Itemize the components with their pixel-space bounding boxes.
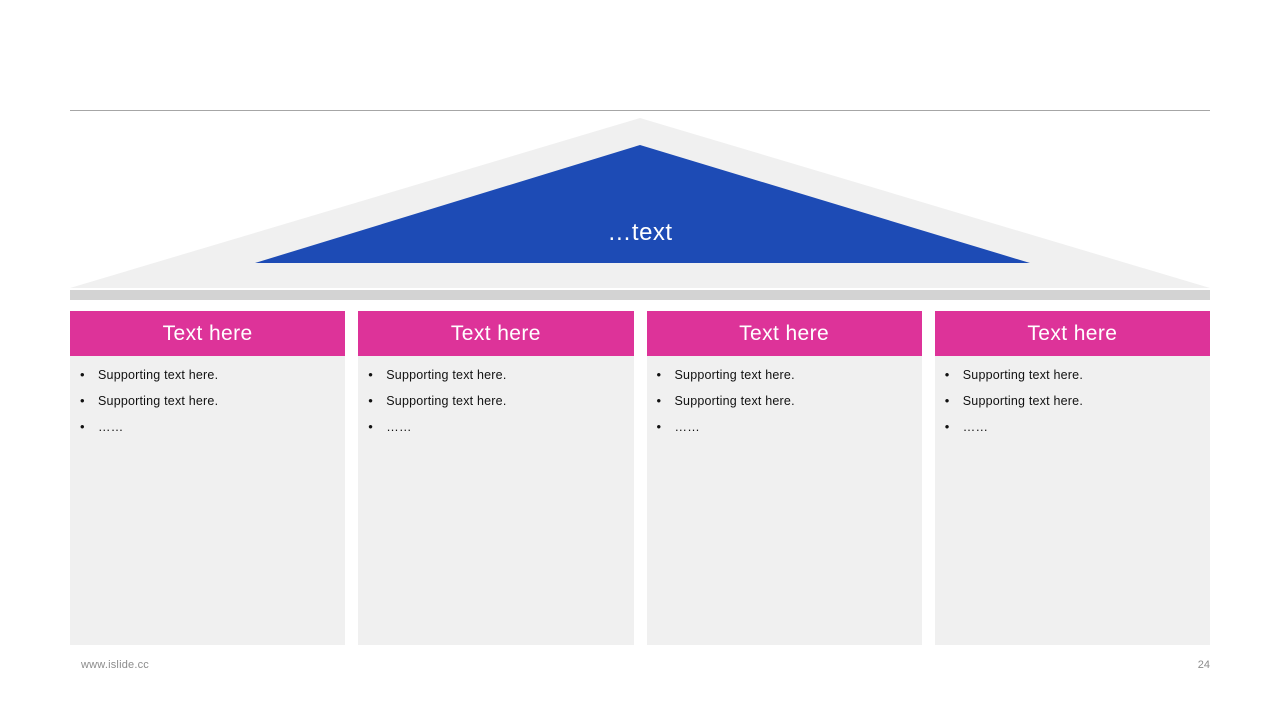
list-item-text: Supporting text here. (386, 368, 507, 382)
footer-page-number: 24 (1197, 659, 1210, 671)
list-item-text: Supporting text here. (98, 368, 219, 382)
footer-website-link[interactable]: www.islide.cc (81, 659, 150, 671)
list-item-text: Supporting text here. (386, 394, 507, 408)
column-header[interactable]: Text here (934, 311, 1210, 356)
column-body: • Supporting text here. • Supporting tex… (646, 356, 922, 645)
column-4[interactable]: Text here • Supporting text here. • Supp… (934, 311, 1210, 645)
bullet-list: • Supporting text here. • Supporting tex… (656, 367, 912, 435)
column-header[interactable]: Text here (70, 311, 346, 356)
bullet-dot-icon: • (944, 393, 950, 408)
column-body: • Supporting text here. • Supporting tex… (934, 356, 1210, 645)
list-item-text: …… (962, 420, 989, 434)
bullet-dot-icon: • (944, 367, 950, 382)
list-item-text: Supporting text here. (674, 368, 795, 382)
list-item: • …… (80, 419, 335, 435)
roof-inner-triangle[interactable] (70, 114, 1210, 289)
roof-diagram: …text (70, 114, 1210, 300)
list-item-text: Supporting text here. (674, 394, 795, 408)
list-item: • Supporting text here. (656, 367, 912, 383)
column-body: • Supporting text here. • Supporting tex… (70, 356, 346, 645)
bullet-dot-icon: • (80, 419, 85, 434)
column-group: Text here • Supporting text here. • Supp… (70, 311, 1210, 645)
list-item: • Supporting text here. (80, 367, 335, 383)
bullet-dot-icon: • (656, 419, 662, 434)
list-item: • Supporting text here. (80, 393, 335, 409)
column-body: • Supporting text here. • Supporting tex… (358, 356, 634, 645)
bullet-dot-icon: • (80, 393, 85, 408)
bullet-dot-icon: • (368, 419, 374, 434)
list-item: • Supporting text here. (944, 393, 1200, 409)
bullet-list: • Supporting text here. • Supporting tex… (80, 367, 335, 435)
list-item-text: Supporting text here. (962, 394, 1083, 408)
roof-base-bar (70, 290, 1210, 300)
list-item: • …… (368, 419, 623, 435)
list-item-text: Supporting text here. (98, 394, 219, 408)
bullet-dot-icon: • (80, 367, 85, 382)
list-item: • Supporting text here. (368, 393, 623, 409)
top-divider-rule (70, 110, 1210, 111)
column-3[interactable]: Text here • Supporting text here. • Supp… (646, 311, 922, 645)
list-item: • …… (656, 419, 912, 435)
column-2[interactable]: Text here • Supporting text here. • Supp… (358, 311, 634, 645)
bullet-dot-icon: • (368, 367, 374, 382)
bullet-list: • Supporting text here. • Supporting tex… (368, 367, 623, 435)
list-item-text: …… (98, 420, 124, 434)
bullet-dot-icon: • (368, 393, 374, 408)
bullet-list: • Supporting text here. • Supporting tex… (944, 367, 1200, 435)
list-item-text: …… (386, 420, 412, 434)
column-header[interactable]: Text here (358, 311, 634, 356)
list-item-text: …… (674, 420, 700, 434)
bullet-dot-icon: • (944, 419, 950, 434)
list-item: • Supporting text here. (944, 367, 1200, 383)
list-item: • …… (944, 419, 1200, 435)
roof-label: …text (607, 219, 673, 246)
list-item: • Supporting text here. (368, 367, 623, 383)
list-item-text: Supporting text here. (962, 368, 1083, 382)
bullet-dot-icon: • (656, 367, 662, 382)
column-header[interactable]: Text here (646, 311, 922, 356)
list-item: • Supporting text here. (656, 393, 912, 409)
bullet-dot-icon: • (656, 393, 662, 408)
column-1[interactable]: Text here • Supporting text here. • Supp… (70, 311, 346, 645)
